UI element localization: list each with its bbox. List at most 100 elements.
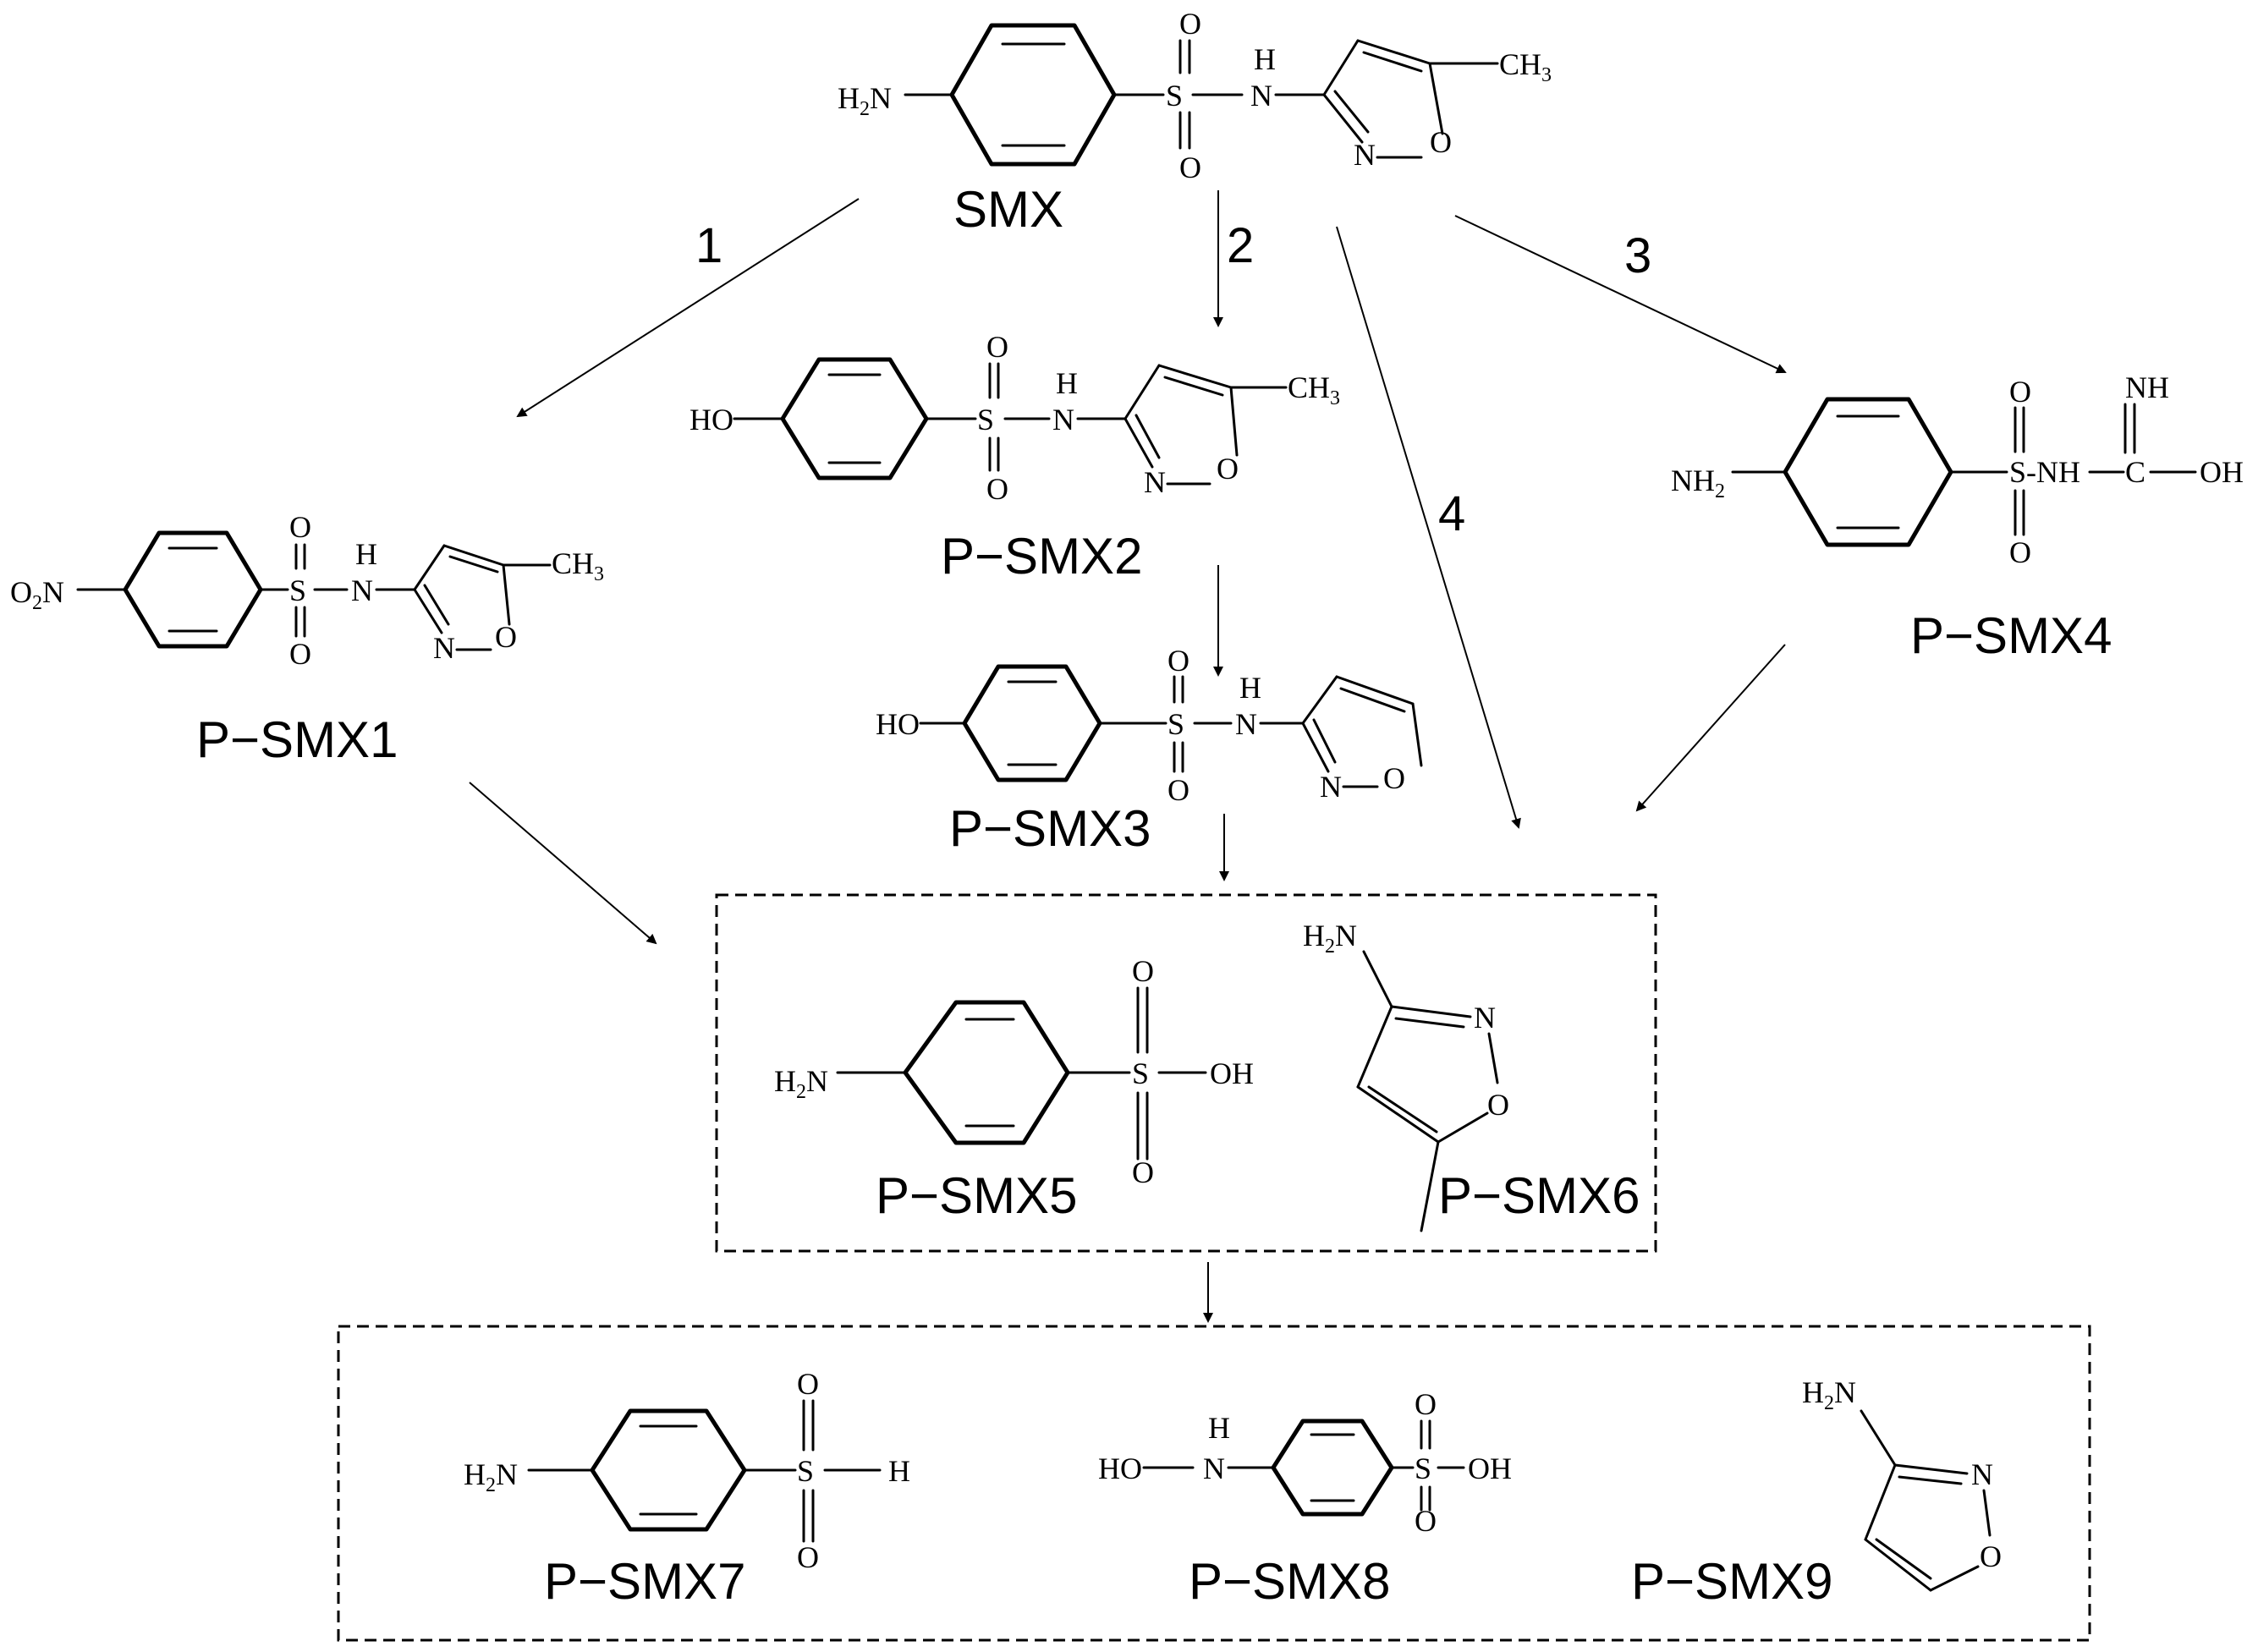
- pathway-3-label: 3: [1624, 228, 1651, 283]
- p-smx3-structure: HO S O O H N N O: [876, 644, 1423, 807]
- pathway-2-label: 2: [1227, 218, 1254, 273]
- svg-text:N: N: [433, 631, 455, 665]
- svg-text:HO: HO: [1098, 1452, 1142, 1485]
- label-p-smx2: P−SMX2: [941, 528, 1142, 585]
- svg-text:O: O: [1487, 1088, 1509, 1122]
- svg-text:H: H: [355, 537, 377, 571]
- svg-text:O2N: O2N: [10, 575, 64, 614]
- svg-text:O: O: [289, 637, 311, 671]
- svg-text:N: N: [1144, 465, 1166, 499]
- svg-text:S: S: [1132, 1057, 1149, 1090]
- p-smx5-structure: H2N S O O OH: [774, 954, 1254, 1189]
- svg-text:OH: OH: [2200, 455, 2244, 489]
- svg-text:NH2: NH2: [1671, 464, 1725, 502]
- svg-text:HO: HO: [689, 403, 733, 436]
- label-smx: SMX: [953, 181, 1063, 238]
- label-p-smx4: P−SMX4: [1910, 607, 2112, 664]
- svg-text:O: O: [1415, 1387, 1437, 1421]
- svg-text:N: N: [1235, 707, 1257, 741]
- svg-text:O: O: [797, 1367, 819, 1401]
- svg-text:CH3: CH3: [1499, 47, 1552, 86]
- svg-text:N: N: [1320, 770, 1342, 804]
- arrow-p1-to-box: [469, 782, 657, 945]
- svg-text:N: N: [1203, 1452, 1225, 1485]
- arrow-p4-to-box: [1635, 644, 1786, 812]
- label-p-smx9: P−SMX9: [1631, 1553, 1832, 1610]
- svg-text:OH: OH: [1468, 1452, 1512, 1485]
- svg-text:O: O: [1132, 954, 1154, 988]
- svg-text:HO: HO: [876, 707, 920, 741]
- benzene-ring: [949, 23, 1117, 167]
- svg-text:H: H: [1239, 671, 1261, 705]
- svg-text:N: N: [1474, 1001, 1496, 1035]
- svg-text:O: O: [1430, 125, 1452, 159]
- label-p-smx7: P−SMX7: [544, 1553, 745, 1610]
- arrow-smx-to-p4: [1454, 215, 1787, 374]
- svg-text:O: O: [1167, 644, 1189, 678]
- label-p-smx6: P−SMX6: [1438, 1167, 1640, 1224]
- p-smx6-structure: H2N N O: [1303, 919, 1509, 1232]
- p-smx2-structure: HO S O O H N N O CH3: [689, 330, 1340, 506]
- svg-text:O: O: [797, 1540, 819, 1574]
- svg-text:OH: OH: [1210, 1057, 1254, 1090]
- label-p-smx8: P−SMX8: [1189, 1553, 1390, 1610]
- label-p-smx5: P−SMX5: [876, 1167, 1077, 1224]
- svg-text:S: S: [797, 1454, 814, 1488]
- h2n-group: H2N: [838, 81, 892, 120]
- svg-text:CH3: CH3: [552, 546, 604, 585]
- svg-text:CH3: CH3: [1288, 370, 1340, 409]
- svg-text:O: O: [1132, 1155, 1154, 1189]
- smx-structure: H2N S O O H N N O CH3: [838, 7, 1552, 184]
- svg-text:N: N: [1052, 403, 1074, 436]
- svg-text:S: S: [1166, 79, 1183, 113]
- svg-text:N: N: [1354, 138, 1376, 172]
- svg-text:S: S: [977, 403, 994, 436]
- svg-text:S-NH: S-NH: [2009, 455, 2080, 489]
- svg-text:O: O: [2009, 535, 2031, 569]
- svg-text:N: N: [1250, 79, 1272, 113]
- svg-text:NH: NH: [2125, 370, 2169, 404]
- isoxazole-ring: N O CH3: [1322, 39, 1552, 172]
- svg-text:O: O: [1217, 452, 1239, 486]
- svg-text:O: O: [1179, 151, 1201, 184]
- product-box-2: [337, 1325, 2091, 1642]
- reaction-arrows: [469, 190, 1787, 1323]
- svg-text:S: S: [289, 574, 306, 607]
- svg-text:H: H: [888, 1454, 910, 1488]
- svg-text:O: O: [495, 620, 517, 654]
- svg-text:O: O: [986, 330, 1008, 364]
- p-smx9-structure: H2N N O: [1802, 1375, 2002, 1592]
- svg-text:H2N: H2N: [1802, 1375, 1856, 1414]
- pathway-1-label: 1: [695, 218, 722, 273]
- svg-text:N: N: [1971, 1457, 1993, 1491]
- p-smx4-structure: NH2 S-NH O O C NH OH: [1671, 370, 2244, 569]
- svg-text:S: S: [1167, 707, 1184, 741]
- svg-text:H: H: [1056, 366, 1078, 400]
- svg-text:O: O: [289, 510, 311, 544]
- svg-text:O: O: [1980, 1539, 2002, 1573]
- svg-text:O: O: [2009, 375, 2031, 409]
- p-smx8-structure: HO H N S O O OH: [1098, 1387, 1512, 1538]
- pathway-4-label: 4: [1438, 486, 1465, 541]
- svg-text:H: H: [1208, 1411, 1230, 1445]
- svg-text:O: O: [986, 472, 1008, 506]
- svg-text:O: O: [1383, 761, 1405, 795]
- svg-text:S: S: [1415, 1452, 1431, 1485]
- svg-text:N: N: [351, 574, 373, 607]
- svg-text:H2N: H2N: [1303, 919, 1357, 958]
- product-box-1: [715, 893, 1657, 1253]
- arrow-smx-to-box: [1336, 226, 1521, 829]
- p-smx1-structure: O2N S O O H N N O CH3: [10, 510, 604, 671]
- svg-text:H2N: H2N: [774, 1064, 828, 1103]
- label-p-smx1: P−SMX1: [196, 711, 398, 768]
- svg-text:O: O: [1179, 7, 1201, 41]
- svg-text:H2N: H2N: [464, 1457, 518, 1496]
- svg-text:H: H: [1254, 42, 1276, 76]
- label-p-smx3: P−SMX3: [949, 800, 1151, 857]
- svg-text:O: O: [1167, 773, 1189, 807]
- svg-text:O: O: [1415, 1504, 1437, 1538]
- arrow-smx-to-p1: [516, 198, 860, 418]
- svg-text:C: C: [2125, 455, 2145, 489]
- p-smx7-structure: H2N S O O H: [464, 1367, 910, 1574]
